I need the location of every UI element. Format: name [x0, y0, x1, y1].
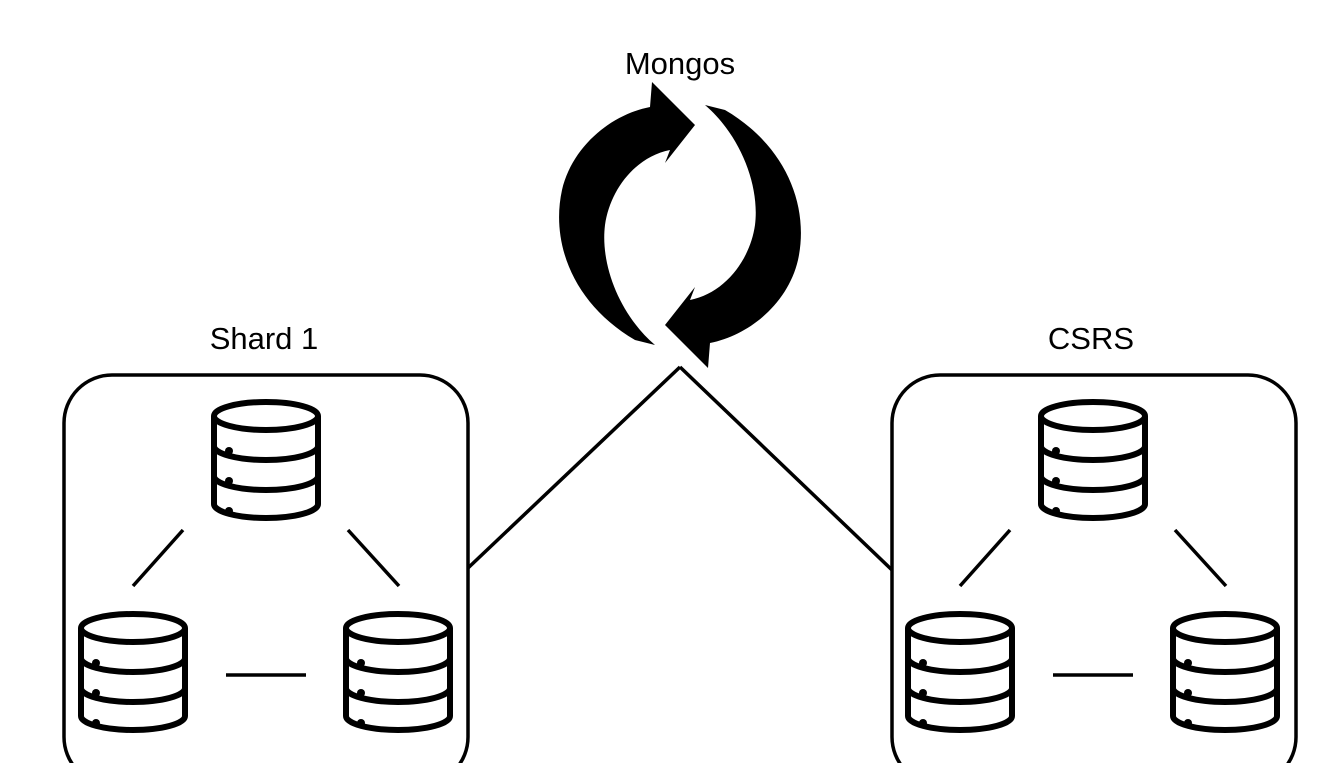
- replica-link: [346, 528, 401, 588]
- csrs-cluster: [890, 373, 1298, 763]
- shard1-label: Shard 1: [210, 321, 319, 356]
- database-icon: [1041, 402, 1145, 518]
- replica-link: [1173, 528, 1228, 588]
- database-icon: [1173, 614, 1277, 730]
- replica-link: [958, 528, 1012, 588]
- sync-icon: [559, 82, 801, 368]
- database-icon: [346, 614, 450, 730]
- mongos-label: Mongos: [625, 46, 735, 81]
- shard1-cluster: [62, 373, 470, 763]
- replica-link: [131, 528, 185, 588]
- database-icon: [214, 402, 318, 518]
- database-icon: [908, 614, 1012, 730]
- database-icon: [81, 614, 185, 730]
- link-mongos-shard1: [466, 365, 682, 570]
- link-mongos-csrs: [678, 365, 894, 572]
- csrs-label: CSRS: [1048, 321, 1134, 356]
